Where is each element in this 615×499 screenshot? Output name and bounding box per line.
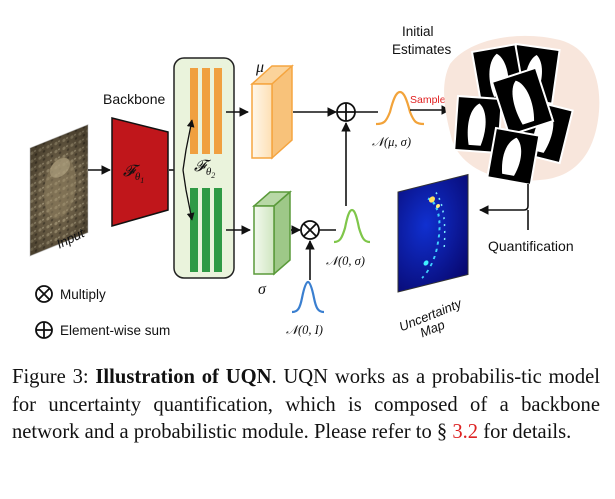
initial-estimates-stack (453, 42, 574, 187)
backbone-block (111, 117, 169, 227)
mu-label: μ (255, 59, 264, 76)
initial-estimates-label-2: Estimates (392, 42, 452, 57)
legend-sum: Element-wise sum (35, 321, 170, 339)
caption-text-1: . UQN works as a probabilis-tic model fo… (12, 366, 600, 443)
caption-title: Illustration of UQN (95, 366, 272, 388)
caption-section-ref[interactable]: 3.2 (452, 421, 479, 443)
gaussian-zero-sigma-curve (333, 208, 371, 244)
arrow-quantification (479, 184, 529, 215)
initial-estimates-label-1: Initial (402, 24, 434, 39)
gaussian-mu-sigma-curve (375, 90, 425, 126)
legend-sum-icon (35, 321, 53, 339)
green-feature-bars (190, 188, 222, 272)
dist-zero-sigma-label: 𝒩(0, σ) (326, 254, 365, 268)
branch-arrow-down (182, 169, 195, 221)
quantification-label: Quantification (488, 238, 574, 254)
dist-mu-sigma-label: 𝒩(μ, σ) (372, 135, 411, 149)
input-image (29, 123, 89, 257)
sample-label: Sample (410, 94, 446, 106)
backbone-label: Backbone (103, 91, 165, 107)
figure-caption: Figure 3: Illustration of UQN. UQN works… (12, 364, 600, 447)
multiply-icon (300, 220, 320, 240)
sigma-label: σ (258, 281, 267, 298)
legend-multiply-icon (35, 285, 53, 303)
gaussian-zero-i-curve (291, 280, 325, 314)
branch-arrow-up (182, 119, 195, 171)
sigma-box (252, 190, 292, 276)
element-wise-sum-icon (336, 102, 356, 122)
legend-multiply: Multiply (35, 285, 106, 303)
dist-zero-i-label: 𝒩(0, I) (286, 323, 323, 337)
orange-feature-bars (190, 68, 222, 154)
uncertainty-map (397, 173, 469, 293)
legend-multiply-label: Multiply (60, 287, 106, 302)
mu-box (250, 64, 294, 160)
uqn-figure: Input Backbone 𝓕θ1 𝓕θ2 μ σ (29, 24, 600, 340)
caption-text-2: for details. (478, 421, 572, 443)
legend-sum-label: Element-wise sum (60, 323, 170, 338)
caption-figure-number: Figure 3: (12, 366, 96, 388)
